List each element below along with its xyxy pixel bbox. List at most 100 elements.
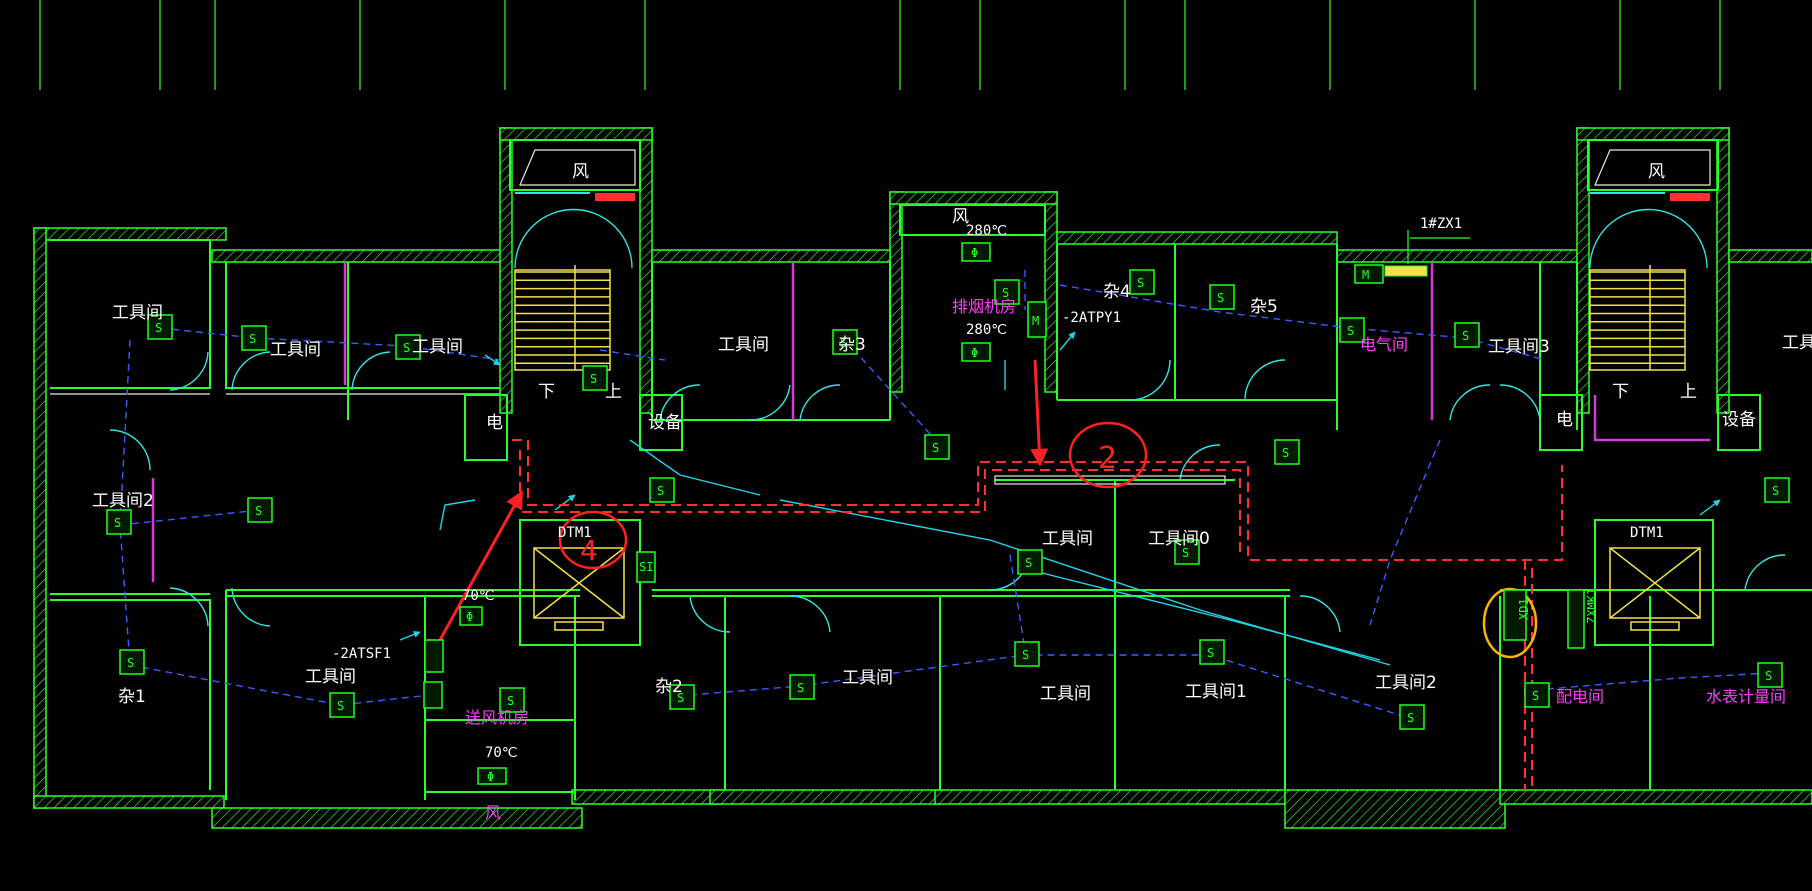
label-water-meter-room: 水表计量间: [1706, 687, 1786, 706]
s-box: [329, 692, 355, 718]
label-smoke-exhaust-room: 排烟机房: [952, 297, 1016, 316]
stair-left: [514, 208, 633, 371]
label-tool-room-bm: 工具间: [1040, 684, 1091, 704]
s-box: [924, 434, 950, 460]
fan-symbols: M M M Φ Φ Φ Φ XD1 ZXMK1 SI: [423, 242, 1599, 785]
label-air-supply-room: 送风机房: [465, 708, 529, 727]
s-box-letter: S: [403, 341, 410, 355]
s-box-letter: S: [590, 372, 597, 386]
label-tool-room-b: 工具间: [270, 340, 321, 360]
s-box-letter: S: [1462, 329, 1469, 343]
s-box-letter: S: [840, 336, 847, 350]
s-box-letter: S: [507, 694, 514, 708]
s-box-letter: S: [127, 656, 134, 670]
s-box: [1757, 662, 1783, 688]
tag-temp-70-b: 70℃: [485, 745, 518, 761]
vent-marks: [515, 149, 1711, 201]
label-tool-room-mid: 工具间: [1042, 529, 1093, 549]
markup-annotations: [438, 359, 1538, 659]
tag-elevator-r: DTM1: [1630, 525, 1664, 541]
m-symbol-py: M: [1032, 314, 1039, 328]
s-box-letter: S: [657, 484, 664, 498]
s-box: [789, 674, 815, 700]
equipment-tags: 280℃ 280℃ 70℃ 70℃ -2ATPY1 -2ATSF1 1#ZX1 …: [332, 216, 1664, 761]
s-box-letter: S: [1002, 286, 1009, 300]
s-box: [147, 314, 173, 340]
s-box-letter: S: [1282, 446, 1289, 460]
s-box-letter: S: [1022, 648, 1029, 662]
s-box: [1454, 322, 1480, 348]
label-tool-room-d: 工具间: [718, 335, 769, 355]
label-tool-room-0: 工具间0: [1148, 529, 1210, 549]
s-box-letter: S: [1765, 669, 1772, 683]
label-stair-down: 下: [538, 382, 555, 402]
label-room-2: 杂2: [655, 677, 683, 697]
s-box: [1399, 704, 1425, 730]
s-box: [1199, 639, 1225, 665]
annot-2: 2: [1098, 441, 1117, 476]
label-tool-room-bl: 工具间: [305, 667, 356, 687]
cyan-cables: [399, 331, 1721, 666]
phi-symbol-2: Φ: [971, 346, 978, 360]
xd-panel-tag: XD1: [1517, 598, 1531, 620]
label-tool-room-br: 工具间2: [1375, 673, 1437, 693]
si-tag: SI: [639, 560, 653, 574]
label-tool-room-a: 工具间: [112, 303, 163, 323]
elevator-left: [533, 547, 625, 631]
phi-symbol-1: Φ: [971, 246, 978, 260]
label-room-4: 杂4: [1103, 282, 1131, 302]
label-wind-l: 风: [572, 162, 589, 182]
s-box: [582, 365, 608, 391]
label-stair-down-r: 下: [1612, 382, 1629, 402]
phi-symbol-3: Φ: [466, 610, 473, 624]
s-box-letter: S: [337, 699, 344, 713]
s-box-letter: S: [1217, 291, 1224, 305]
label-distribution-room: 配电间: [1556, 687, 1604, 706]
s-box: [1524, 682, 1550, 708]
s-box-letter: S: [155, 321, 162, 335]
label-stair-up: 上: [605, 382, 622, 402]
label-tool-room-w2: 工具间2: [92, 491, 154, 511]
s-box: [1274, 439, 1300, 465]
s-box-letter: S: [1772, 484, 1779, 498]
tag-fan-sf: -2ATSF1: [332, 646, 391, 662]
label-tool-room-3: 工具间3: [1488, 337, 1550, 357]
s-box-letter: S: [1207, 646, 1214, 660]
label-wind-c: 风: [952, 207, 969, 227]
tag-panel-zx: 1#ZX1: [1420, 216, 1462, 232]
tag-fan-py: -2ATPY1: [1062, 310, 1121, 326]
s-box: [1764, 477, 1790, 503]
label-stair-up-r: 上: [1680, 382, 1697, 402]
s-box: [1174, 539, 1200, 565]
label-elec-l: 电: [486, 413, 503, 433]
s-box: [106, 509, 132, 535]
phi-symbol-4: Φ: [487, 770, 494, 784]
elevator-right: [1609, 547, 1701, 631]
s-box-letter: S: [677, 691, 684, 705]
function-labels: 排烟机房 送风机房 电气间 配电间 水表计量间 风: [465, 297, 1786, 822]
top-grid-lines: [39, 0, 1721, 90]
s-box-letter: S: [1532, 689, 1539, 703]
label-equip-r: 设备: [1722, 410, 1756, 430]
s-box-letter: S: [797, 681, 804, 695]
label-room-1: 杂1: [118, 687, 146, 707]
s-box: [247, 497, 273, 523]
s-box: [119, 649, 145, 675]
s-box-letter: S: [1347, 324, 1354, 338]
s-box-letter: S: [1137, 276, 1144, 290]
s-box-letter: S: [1025, 556, 1032, 570]
label-tool-room-far-r: 工具: [1782, 333, 1812, 353]
label-tool-room-1: 工具间1: [1185, 682, 1247, 702]
s-box: [1209, 284, 1235, 310]
s-box-letter: S: [114, 516, 121, 530]
label-wind-bottom: 风: [485, 803, 501, 822]
s-box: [649, 477, 675, 503]
label-room-5: 杂5: [1250, 297, 1278, 317]
label-equip-l: 设备: [648, 413, 682, 433]
stair-right: [1589, 208, 1708, 371]
tag-temp-280-top: 280℃: [966, 223, 1007, 239]
tag-elevator-l: DTM1: [558, 525, 592, 541]
m-symbol-zx: M: [1362, 268, 1369, 282]
label-wind-r: 风: [1648, 162, 1665, 182]
